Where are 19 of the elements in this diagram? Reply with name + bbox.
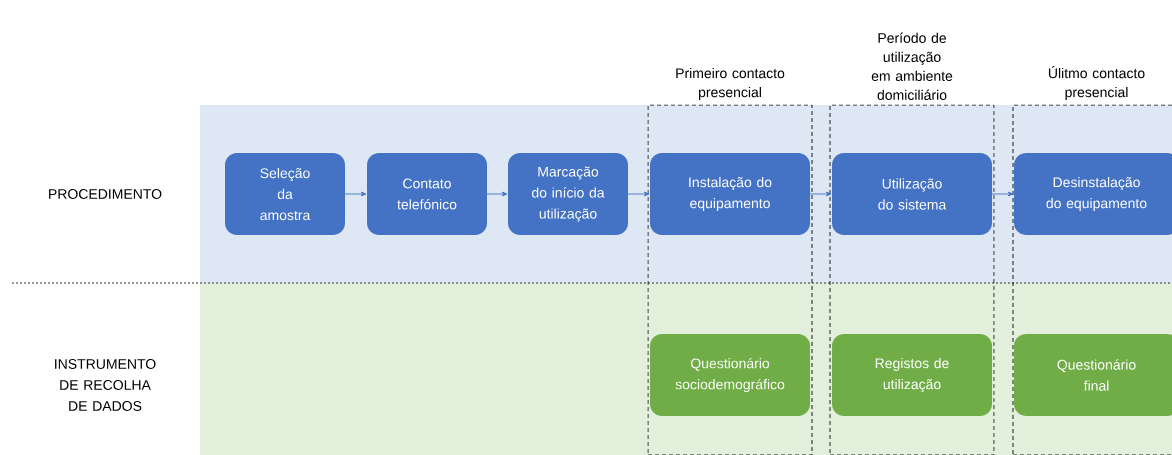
node-label: Úlitmo contacto presencial: [1048, 65, 1145, 100]
arrow: [627, 191, 650, 197]
instrument-box: Questionário sociodemográfico: [650, 334, 810, 416]
node-label: Período de utilização em ambiente domiciliário: [871, 32, 953, 101]
arrow: [809, 191, 832, 197]
process-box: Seleção da amostra: [225, 153, 345, 235]
instrument-box: Questionário final: [1014, 334, 1172, 416]
node-label: Primeiro contacto presencial: [676, 67, 785, 100]
process-box: Utilização do sistema: [832, 153, 992, 235]
instrument-box: Registos de utilização: [832, 334, 992, 416]
arrow: [486, 191, 508, 197]
arrow: [991, 191, 1014, 197]
process-box: Instalação do equipamento: [650, 153, 810, 235]
process-box: Desinstalação do equipamento: [1014, 153, 1172, 235]
process-box: Marcação do início da utilização: [508, 153, 628, 235]
process-box: Contato telefónico: [367, 153, 487, 235]
row-label: INSTRUMENTO DE RECOLHA DE DADOS: [55, 359, 156, 411]
arrow: [344, 191, 367, 197]
row-label: PROCEDIMENTO: [49, 189, 162, 199]
